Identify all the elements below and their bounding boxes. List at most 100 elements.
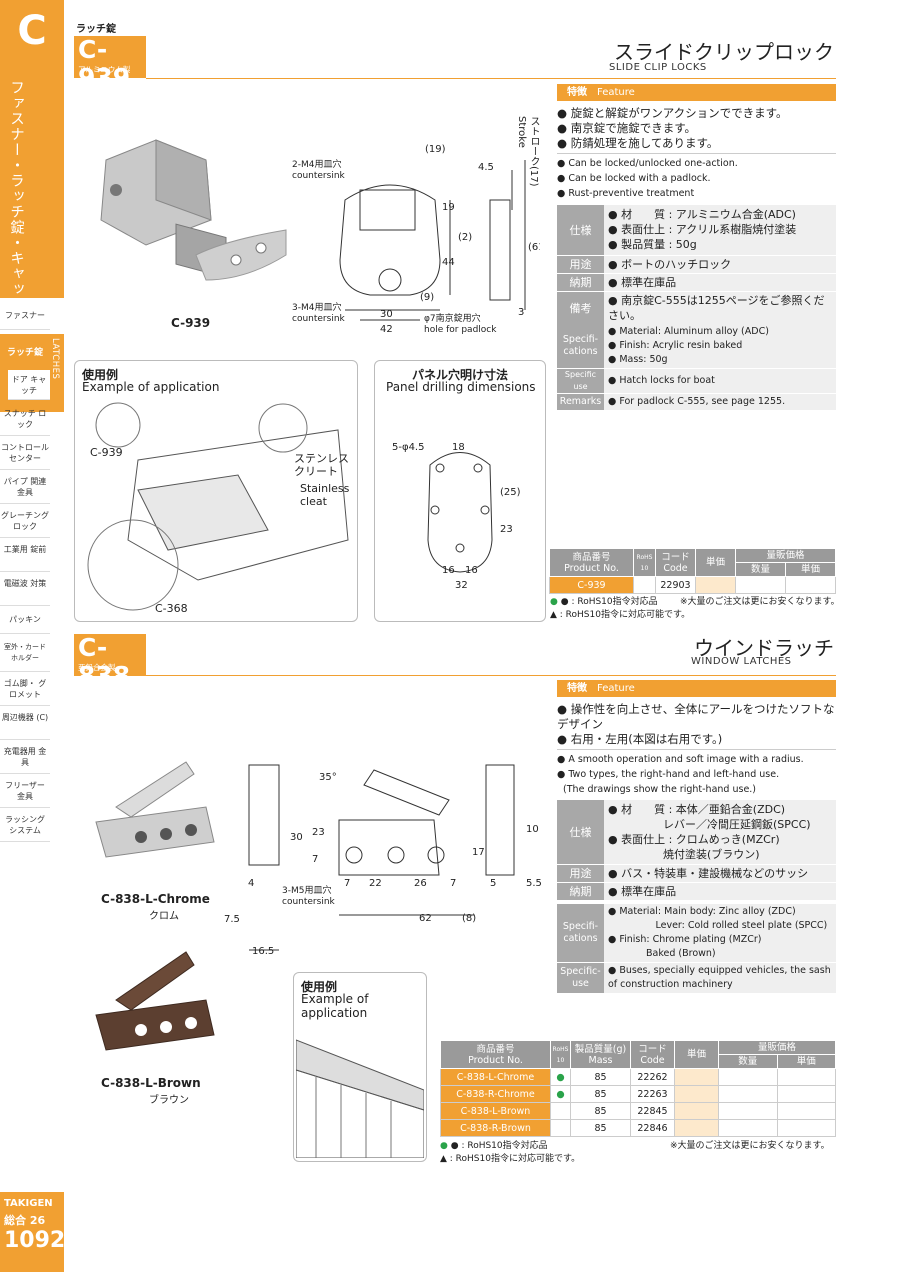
dim-label: 10 [526,824,539,835]
table-row[interactable]: C-838-L-Brown 85 22845 [440,1102,836,1120]
product-title-en: SLIDE CLIP LOCKS [609,62,707,73]
feature-item: ● 南京錠で施錠できます。 [557,121,697,135]
brand-name: TAKIGEN [4,1198,53,1209]
product-photo-brown [95,951,215,1051]
spec-key: 納期 [557,273,604,292]
table-row[interactable]: C-838-R-Chrome ● 85 22263 [440,1085,836,1103]
dim-label: (61) [528,242,540,253]
sidebar-item-charger[interactable]: 充電器用 金具 [0,742,50,774]
sidebar-item-card-holder[interactable]: 室外・カード ホルダー [0,640,50,672]
example-label: Stainless cleat [300,482,350,508]
page-footer-badge: TAKIGEN 総合 26 1092 [0,1192,65,1272]
rohs-cell: ● [550,1068,571,1086]
spec-table-jp: 仕様● 材 質 : 本体／亜鉛合金(ZDC) レバー／冷間圧延鋼鈑(SPCC)●… [557,800,836,901]
dim-label: 4 [248,878,254,889]
th-volume: 量販価格 [735,548,836,563]
feature-item: (The drawings show the right-hand use.) [563,784,757,795]
spec-value: ● Buses, specially equipped vehicles, th… [604,962,836,994]
dim-label: 7.5 [224,914,240,925]
example-title-en: Example of application [301,992,369,1020]
table-row[interactable]: C-838-R-Brown 85 22846 [440,1119,836,1137]
unit-cell [776,1102,836,1120]
panel-title-jp: パネル穴明け寸法 [411,368,508,382]
dim-label: 62 [419,913,432,924]
dim-label: (2) [458,232,472,243]
catalog-name: 総合 26 [4,1214,46,1227]
price-cell [674,1085,719,1103]
photo-label-brown: C-838-L-Brown [101,1076,201,1090]
sidebar-item-control-center[interactable]: コントロール センター [0,438,50,470]
sidebar-item-snatch-lock[interactable]: スナッチ ロック [0,404,50,436]
callout-stroke: ストローク(17)Stroke [516,116,539,187]
sidebar-active-vertical: LATCHES [50,338,60,380]
feature-item: ● 旋錠と解錠がワンアクションでできます。 [557,106,788,120]
photo-label-chrome: C-838-L-Chrome [101,892,210,906]
sidebar-item-grating-lock[interactable]: グレーチング ロック [0,506,50,538]
sidebar-item-door-catch[interactable]: ドア キャッチ [8,370,50,400]
product-code-badge: C-939 アルミニウム製 [74,36,146,92]
section-letter: C [17,8,47,54]
panel-drawing: 5-φ4.5 18 (25) 23 16 16 32 [392,442,521,591]
th-qty: 数量 [718,1054,778,1069]
sidebar: C ファスナー・ラッチ錠・キャッチ錠前装置・周辺機器 ファスナー ラッチ錠 LA… [0,0,65,1272]
spec-key: 備考 [557,291,604,325]
dim-label: 7 [344,878,350,889]
feature-item: ● 操作性を向上させ、全体にアールをつけたソフトなデザイン [557,702,835,731]
sidebar-item-rubber-feet[interactable]: ゴム脚・ グロメット [0,674,50,706]
price-cell [674,1102,719,1120]
qty-cell [735,576,786,594]
product-material: アルミニウム製 [78,65,131,74]
unit-cell [776,1119,836,1137]
dim-label: 44 [442,257,455,268]
unit-cell [776,1068,836,1086]
table-row[interactable]: C-939 22903 [549,576,836,594]
sidebar-item-lashing[interactable]: ラッシング システム [0,810,50,842]
divider [557,749,836,750]
table-row[interactable]: C-838-L-Chrome ● 85 22262 [440,1068,836,1086]
rohs-cell [633,576,656,594]
product-code: C-838 [78,633,131,690]
sidebar-item-industrial-lock[interactable]: 工業用 錠前 [0,540,50,572]
feature-item: ● Rust-preventive treatment [557,188,695,199]
spec-table-en: Specifi- cations● Material: Aluminum all… [557,324,836,411]
feature-item: ● 防錆処理を施してあります。 [557,136,719,150]
sidebar-header [0,0,64,298]
sidebar-item-emi[interactable]: 電磁波 対策 [0,574,50,606]
sidebar-item-freezer[interactable]: フリーザー 金具 [0,776,50,808]
example-label: C-939 [90,446,123,459]
sidebar-item-packing[interactable]: パッキン [0,610,50,634]
dim-label: 18 [452,442,465,453]
feature-item: ● Two types, the right-hand and left-han… [557,769,780,780]
qty-cell [718,1085,778,1103]
code-cell: 22262 [630,1068,675,1086]
note-rohs: ● ● : RoHS10指令対応品 [440,1141,548,1151]
note-bulk: ※大量のご注文は更にお安くなります。 [670,1141,830,1151]
price-cell [674,1068,719,1086]
example-label: C-368 [155,602,188,615]
th-rohs: RoHS 10 [633,548,656,577]
dim-label: 7 [312,854,318,865]
spec-key: Specifi- cations [557,324,604,369]
dim-label: 17 [472,847,485,858]
note-rohs-capable: ▲ : RoHS10指令に対応可能です。 [550,610,691,620]
code-cell: 22903 [655,576,696,594]
sidebar-item-peripheral[interactable]: 周辺機器 (C) [0,708,50,740]
spec-value: ● ボートのハッチロック [604,255,836,274]
dim-label: 42 [380,324,393,335]
header-divider [146,78,836,79]
photo-label: C-939 [171,316,211,330]
mass-cell: 85 [570,1085,631,1103]
spec-value: ● Material: Main body: Zinc alloy (ZDC) … [604,904,836,963]
product-material: 亜鉛合金製 [78,663,116,672]
sidebar-item-pipe[interactable]: パイプ 関連金具 [0,472,50,504]
spec-value: ● 標準在庫品 [604,273,836,292]
features-jp: ● 旋錠と解錠がワンアクションでできます。 ● 南京錠で施錠できます。 ● 防錆… [557,106,787,151]
spec-value: ● Hatch locks for boat [604,368,836,394]
sidebar-item-fastener[interactable]: ファスナー [0,310,50,330]
